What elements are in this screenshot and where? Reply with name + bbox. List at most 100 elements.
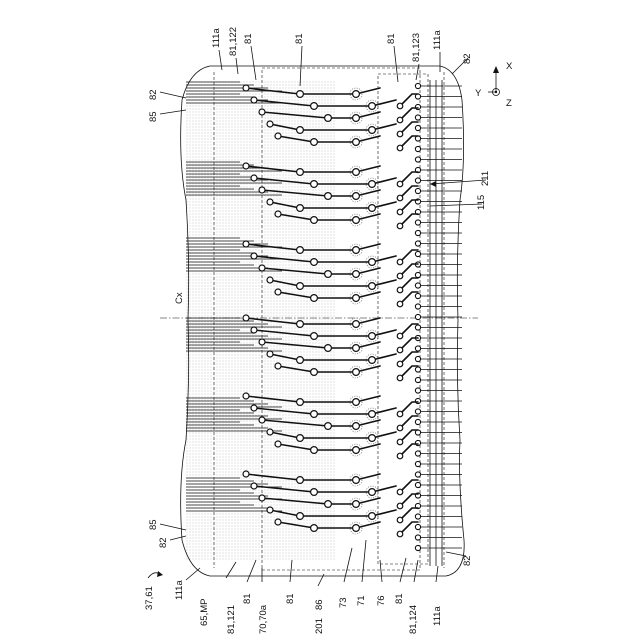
svg-text:81: 81: [242, 593, 253, 604]
via-hole: [353, 525, 360, 532]
via-hole: [397, 181, 403, 187]
via-hole: [297, 321, 304, 328]
via-hole: [353, 321, 360, 328]
terminal-pad: [415, 524, 420, 529]
svg-text:111a: 111a: [211, 28, 222, 48]
via-hole: [311, 217, 318, 224]
via-hole: [369, 357, 376, 364]
via-hole: [397, 411, 403, 417]
svg-text:37,61: 37,61: [144, 586, 155, 610]
terminal-pad: [415, 419, 420, 424]
via-hole: [297, 357, 304, 364]
terminal-pad: [415, 325, 420, 330]
via-hole: [267, 429, 273, 435]
via-hole: [259, 265, 265, 271]
via-hole: [369, 259, 376, 266]
svg-text:211: 211: [480, 171, 491, 186]
terminal-pad: [415, 472, 420, 477]
terminal-pad: [415, 178, 420, 183]
via-hole: [353, 91, 360, 98]
terminal-pad: [415, 367, 420, 372]
svg-text:82: 82: [148, 89, 159, 100]
via-hole: [251, 327, 257, 333]
terminal-pad: [415, 220, 420, 225]
terminal-pad: [415, 388, 420, 393]
via-hole: [243, 471, 249, 477]
via-hole: [243, 163, 249, 169]
via-hole: [369, 181, 376, 188]
via-hole: [353, 193, 360, 200]
via-hole: [297, 399, 304, 406]
via-hole: [397, 489, 403, 495]
svg-text:85: 85: [148, 519, 159, 530]
terminal-pad: [415, 514, 420, 519]
via-hole: [243, 241, 249, 247]
via-hole: [311, 295, 318, 302]
svg-text:86: 86: [314, 599, 325, 610]
svg-text:71: 71: [356, 595, 367, 606]
terminal-pad: [415, 409, 420, 414]
via-hole: [297, 205, 304, 212]
via-hole: [267, 199, 273, 205]
via-hole: [397, 531, 403, 537]
via-hole: [369, 411, 376, 418]
right-leads: [415, 80, 462, 566]
via-hole: [325, 501, 332, 508]
axis-indicator: X Y Z: [475, 61, 513, 109]
via-hole: [353, 115, 360, 122]
terminal-pad: [415, 157, 420, 162]
terminal-pad: [415, 230, 420, 235]
via-hole: [397, 195, 403, 201]
via-hole: [353, 399, 360, 406]
via-hole: [397, 453, 403, 459]
via-hole: [397, 425, 403, 431]
terminal-pad: [415, 104, 420, 109]
via-hole: [297, 477, 304, 484]
via-hole: [397, 209, 403, 215]
terminal-pad: [415, 115, 420, 120]
via-hole: [297, 435, 304, 442]
via-hole: [353, 217, 360, 224]
via-hole: [353, 501, 360, 508]
via-hole: [275, 363, 281, 369]
svg-text:81: 81: [243, 33, 254, 44]
via-hole: [259, 495, 265, 501]
via-hole: [369, 489, 376, 496]
via-hole: [397, 131, 403, 137]
via-hole: [267, 351, 273, 357]
via-hole: [259, 339, 265, 345]
via-hole: [353, 369, 360, 376]
via-hole: [353, 295, 360, 302]
via-hole: [325, 193, 332, 200]
via-hole: [397, 259, 403, 265]
via-hole: [353, 423, 360, 430]
via-hole: [251, 253, 257, 259]
via-hole: [397, 301, 403, 307]
via-hole: [297, 91, 304, 98]
terminal-pad: [415, 314, 420, 319]
via-hole: [259, 187, 265, 193]
via-hole: [243, 315, 249, 321]
via-hole: [267, 121, 273, 127]
via-hole: [397, 145, 403, 151]
reference-label-37-61: 37,61: [144, 571, 163, 610]
via-hole: [397, 517, 403, 523]
via-hole: [251, 483, 257, 489]
via-hole: [397, 273, 403, 279]
terminal-pad: [415, 272, 420, 277]
terminal-pad: [415, 83, 420, 88]
via-hole: [369, 513, 376, 520]
svg-text:111a: 111a: [432, 606, 443, 626]
terminal-pad: [415, 304, 420, 309]
svg-text:81,121: 81,121: [226, 605, 237, 634]
terminal-pad: [415, 125, 420, 130]
via-hole: [251, 97, 257, 103]
via-hole: [267, 277, 273, 283]
via-hole: [311, 181, 318, 188]
via-hole: [311, 411, 318, 418]
via-hole: [397, 503, 403, 509]
via-hole: [325, 115, 332, 122]
svg-text:81: 81: [285, 593, 296, 604]
via-hole: [325, 423, 332, 430]
